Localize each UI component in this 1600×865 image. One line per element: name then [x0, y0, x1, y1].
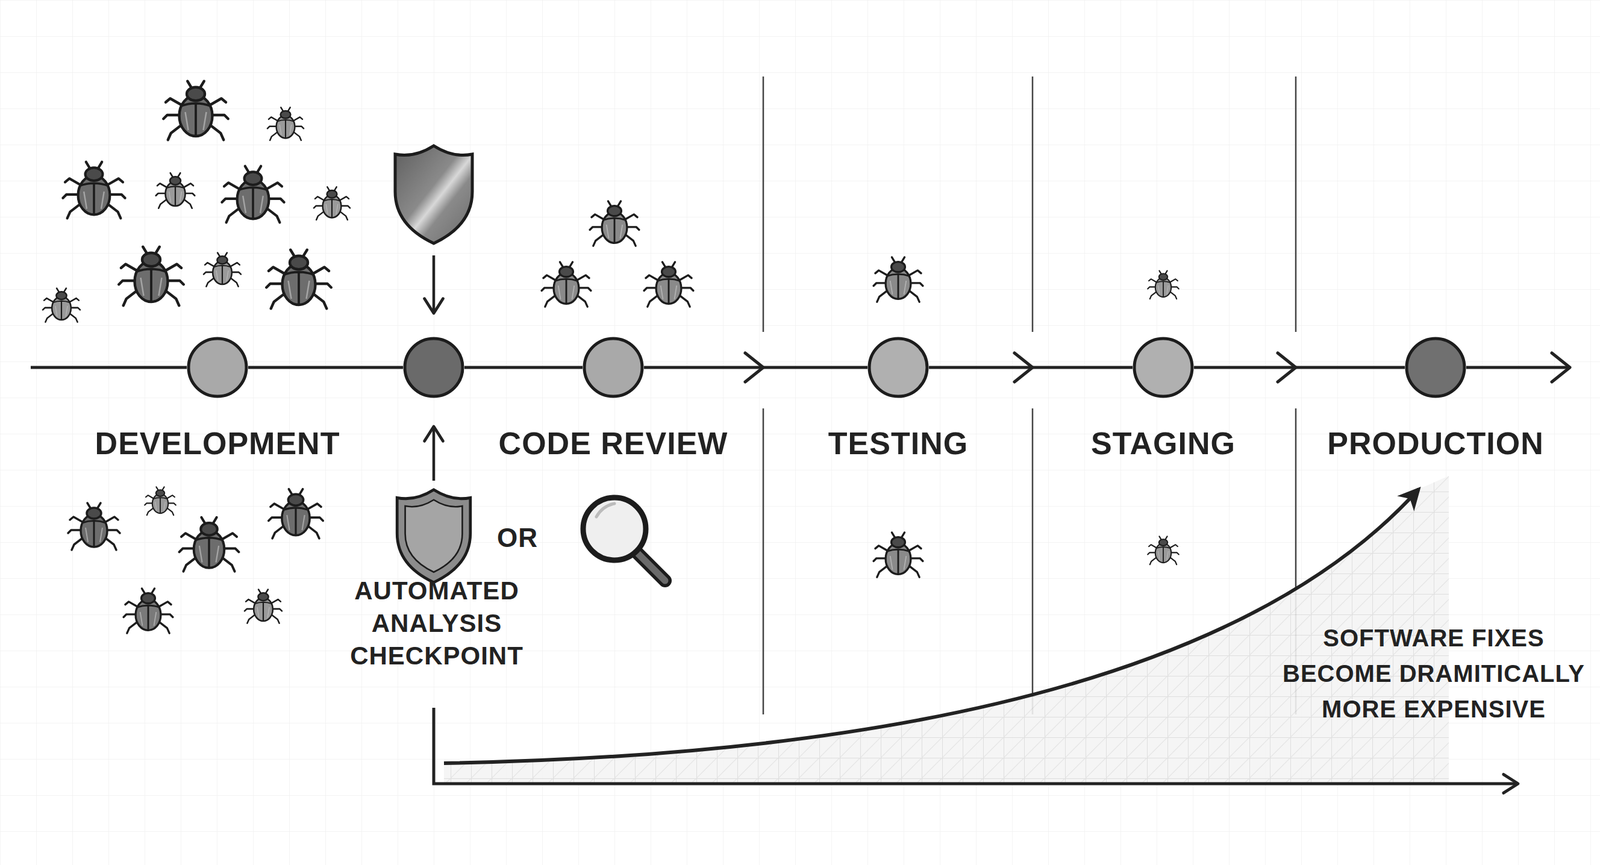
- bug-icon: [62, 162, 125, 219]
- shield-icon: [395, 145, 473, 244]
- cost-area: [443, 475, 1449, 784]
- timeline-connector: [464, 366, 583, 370]
- stage-circle: [404, 338, 463, 397]
- bug-icon: [268, 489, 323, 539]
- stage-circle: [186, 336, 249, 399]
- separator-line: [762, 408, 765, 715]
- bug-icon: [68, 503, 120, 550]
- separator-line: [1295, 76, 1297, 332]
- stage-circle: [869, 338, 928, 397]
- bug-icon: [267, 107, 304, 141]
- stage-circle: [1134, 338, 1193, 397]
- cost-note: SOFTWARE FIXES BECOME DRAMITICALLY MORE …: [1271, 620, 1597, 728]
- stage-node: PRODUCTION: [1404, 336, 1467, 399]
- magnifier-lens: [583, 497, 646, 561]
- bug-icon: [589, 201, 640, 246]
- bug-icon: [873, 532, 923, 578]
- bug-icon: [203, 252, 241, 287]
- stage-label: PRODUCTION: [1327, 424, 1544, 463]
- down-arrow: [432, 255, 436, 314]
- stage-node: DEVELOPMENT: [186, 336, 249, 399]
- stage-circle: [867, 336, 929, 399]
- stage-circle: [403, 336, 465, 399]
- bug-icon: [118, 246, 184, 307]
- bug-icon: [244, 589, 282, 623]
- bug-icon: [123, 588, 173, 634]
- stage-node: CODE REVIEW: [582, 336, 644, 399]
- bug-icon: [873, 257, 923, 302]
- bug-icon: [42, 287, 81, 322]
- shield-icon: [396, 489, 471, 583]
- shield-icon: [395, 145, 473, 244]
- stage-circle: [1404, 336, 1467, 399]
- stage-node: AUTOMATED ANALYSIS CHECKPOINT: [403, 336, 465, 399]
- shield-inner: [405, 500, 463, 573]
- bug-icon: [156, 172, 196, 209]
- stage-label: TESTING: [828, 424, 969, 463]
- stage-label: AUTOMATED ANALYSIS CHECKPOINT: [346, 574, 528, 673]
- bug-icon: [1147, 536, 1179, 565]
- stage-node: STAGING: [1132, 336, 1194, 399]
- stage-label: DEVELOPMENT: [95, 424, 341, 463]
- timeline-line: [30, 366, 187, 370]
- separator-line: [1031, 76, 1034, 332]
- bug-icon: [541, 262, 591, 307]
- timeline-connector: [643, 366, 868, 370]
- cost-curve: [443, 489, 1419, 764]
- timeline-connector: [928, 366, 1133, 370]
- timeline-connector: [1193, 366, 1405, 370]
- bug-icon: [643, 262, 694, 307]
- stage-circle: [582, 336, 644, 399]
- bug-icon: [1147, 270, 1179, 299]
- stage-circle: [1406, 338, 1465, 397]
- timeline-arrow: [1466, 366, 1570, 370]
- stage-circle: [188, 338, 247, 397]
- bug-icon: [179, 517, 240, 572]
- up-arrow: [432, 426, 436, 481]
- timeline-connector: [248, 366, 404, 370]
- bug-icon: [266, 250, 332, 310]
- bug-icon: [144, 486, 176, 516]
- magnifier-icon: [583, 497, 666, 581]
- separator-line: [762, 76, 765, 332]
- stage-separators: [763, 76, 1296, 715]
- bug-icon: [221, 166, 284, 223]
- lens-glint: [596, 503, 615, 517]
- stage-circle: [1132, 336, 1194, 399]
- stage-circle: [584, 338, 643, 397]
- magnifier-handle: [637, 553, 666, 581]
- magnifier-handle: [637, 553, 666, 581]
- shield-icon: [396, 489, 471, 583]
- bug-icon: [313, 186, 350, 220]
- separator-line: [1031, 408, 1034, 715]
- or-label: OR: [481, 521, 554, 555]
- stage-node: TESTING: [867, 336, 929, 399]
- bug-swarm: [42, 81, 1179, 634]
- stage-label: CODE REVIEW: [498, 424, 729, 463]
- stage-label: STAGING: [1090, 424, 1236, 463]
- bug-icon: [163, 81, 229, 141]
